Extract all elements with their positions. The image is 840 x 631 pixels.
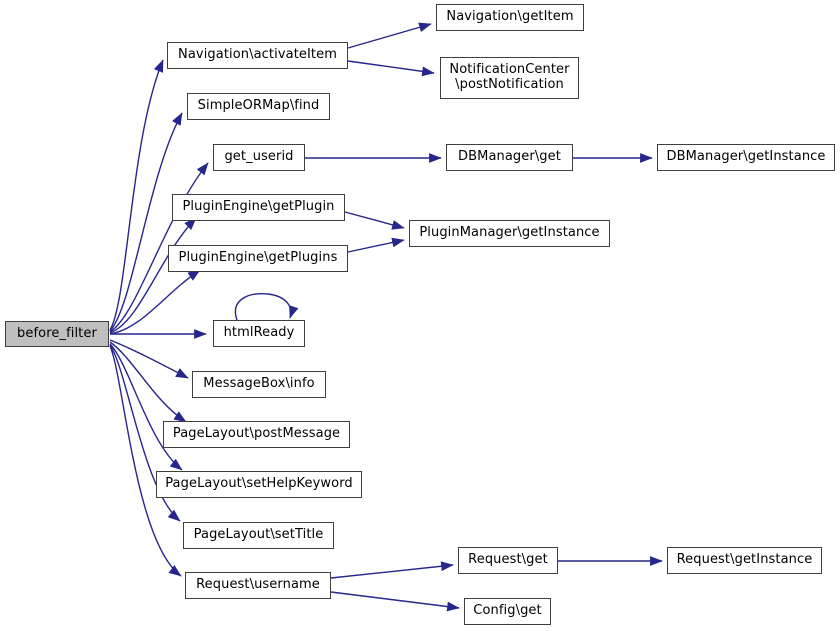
graph-node-messagebox_info[interactable]: MessageBox\info bbox=[192, 371, 326, 398]
graph-node-label: PluginEngine\getPlugin bbox=[182, 199, 335, 215]
graph-node-label: PluginEngine\getPlugins bbox=[178, 250, 338, 266]
graph-node-label: Request\username bbox=[196, 577, 320, 593]
graph-node-label: DBManager\getInstance bbox=[666, 149, 826, 165]
graph-node-label: SimpleORMap\find bbox=[197, 98, 320, 114]
graph-node-label: PageLayout\setHelpKeyword bbox=[165, 476, 353, 492]
graph-node-label: PageLayout\setTitle bbox=[193, 527, 324, 543]
graph-node-label: Request\getInstance bbox=[676, 552, 813, 568]
graph-node-label: DBManager\get bbox=[458, 149, 561, 165]
graph-node-label: MessageBox\info bbox=[203, 376, 315, 392]
graph-node-pluginmanager_getinstance[interactable]: PluginManager\getInstance bbox=[409, 220, 610, 247]
graph-node-pluginengine_getplugins[interactable]: PluginEngine\getPlugins bbox=[168, 245, 348, 272]
graph-node-label: Navigation\getItem bbox=[446, 9, 574, 25]
graph-node-label: Request\get bbox=[468, 552, 548, 568]
edge-navigation_activateitem-to-notificationcenter_post bbox=[347, 60, 435, 77]
graph-node-pagelayout_settitle[interactable]: PageLayout\setTitle bbox=[183, 522, 334, 549]
graph-node-dbmanager_getinstance[interactable]: DBManager\getInstance bbox=[657, 144, 835, 171]
edge-before_filter-to-messagebox_info bbox=[109, 339, 189, 379]
graph-node-notificationcenter_post[interactable]: NotificationCenter \postNotification bbox=[440, 57, 579, 99]
graph-node-label: Navigation\activateItem bbox=[178, 47, 337, 63]
graph-node-label: PluginManager\getInstance bbox=[419, 225, 600, 241]
graph-node-label: Config\get bbox=[473, 603, 542, 619]
graph-node-label: PageLayout\postMessage bbox=[172, 426, 341, 442]
graph-node-navigation_activateitem[interactable]: Navigation\activateItem bbox=[167, 42, 348, 69]
edge-before_filter-to-pagelayout_sethelpkeyword bbox=[109, 343, 183, 471]
edge-before_filter-to-request_username bbox=[109, 345, 182, 577]
graph-node-dbmanager_get[interactable]: DBManager\get bbox=[446, 144, 573, 171]
graph-node-request_username[interactable]: Request\username bbox=[185, 572, 331, 599]
graph-node-navigation_getitem[interactable]: Navigation\getItem bbox=[436, 4, 584, 31]
graph-node-pluginengine_getplugin[interactable]: PluginEngine\getPlugin bbox=[172, 194, 345, 221]
graph-node-get_userid[interactable]: get_userid bbox=[213, 144, 305, 171]
graph-node-request_get[interactable]: Request\get bbox=[458, 547, 558, 574]
edge-pluginengine_getplugin-to-pluginmanager_getinstance bbox=[344, 211, 405, 230]
edge-before_filter-to-pagelayout_postmessage bbox=[109, 341, 187, 423]
graph-node-pagelayout_sethelpkeyword[interactable]: PageLayout\setHelpKeyword bbox=[156, 471, 362, 498]
graph-node-htmlready[interactable]: htmlReady bbox=[213, 320, 305, 347]
edge-request_username-to-config_get bbox=[330, 591, 460, 612]
graph-node-config_get[interactable]: Config\get bbox=[464, 598, 551, 625]
graph-node-label: before_filter bbox=[17, 325, 97, 341]
graph-node-before_filter[interactable]: before_filter bbox=[5, 321, 109, 347]
edge-before_filter-to-simpleormap_find bbox=[109, 112, 183, 332]
graph-node-label: NotificationCenter \postNotification bbox=[449, 62, 570, 92]
edge-htmlready-to-htmlready bbox=[234, 293, 299, 321]
edge-pluginengine_getplugins-to-pluginmanager_getinstance bbox=[347, 237, 405, 253]
edge-before_filter-to-navigation_activateitem bbox=[109, 59, 164, 331]
graph-node-label: get_userid bbox=[224, 149, 294, 165]
graph-node-pagelayout_postmessage[interactable]: PageLayout\postMessage bbox=[163, 421, 350, 448]
graph-node-request_getinstance[interactable]: Request\getInstance bbox=[667, 547, 822, 574]
edge-navigation_activateitem-to-navigation_getitem bbox=[347, 22, 432, 49]
graph-node-label: htmlReady bbox=[223, 325, 295, 341]
edge-before_filter-to-pluginengine_getplugins bbox=[109, 269, 201, 335]
graph-node-simpleormap_find[interactable]: SimpleORMap\find bbox=[187, 93, 330, 120]
edge-before_filter-to-pluginengine_getplugin bbox=[109, 217, 197, 334]
edge-request_username-to-request_get bbox=[330, 561, 454, 579]
